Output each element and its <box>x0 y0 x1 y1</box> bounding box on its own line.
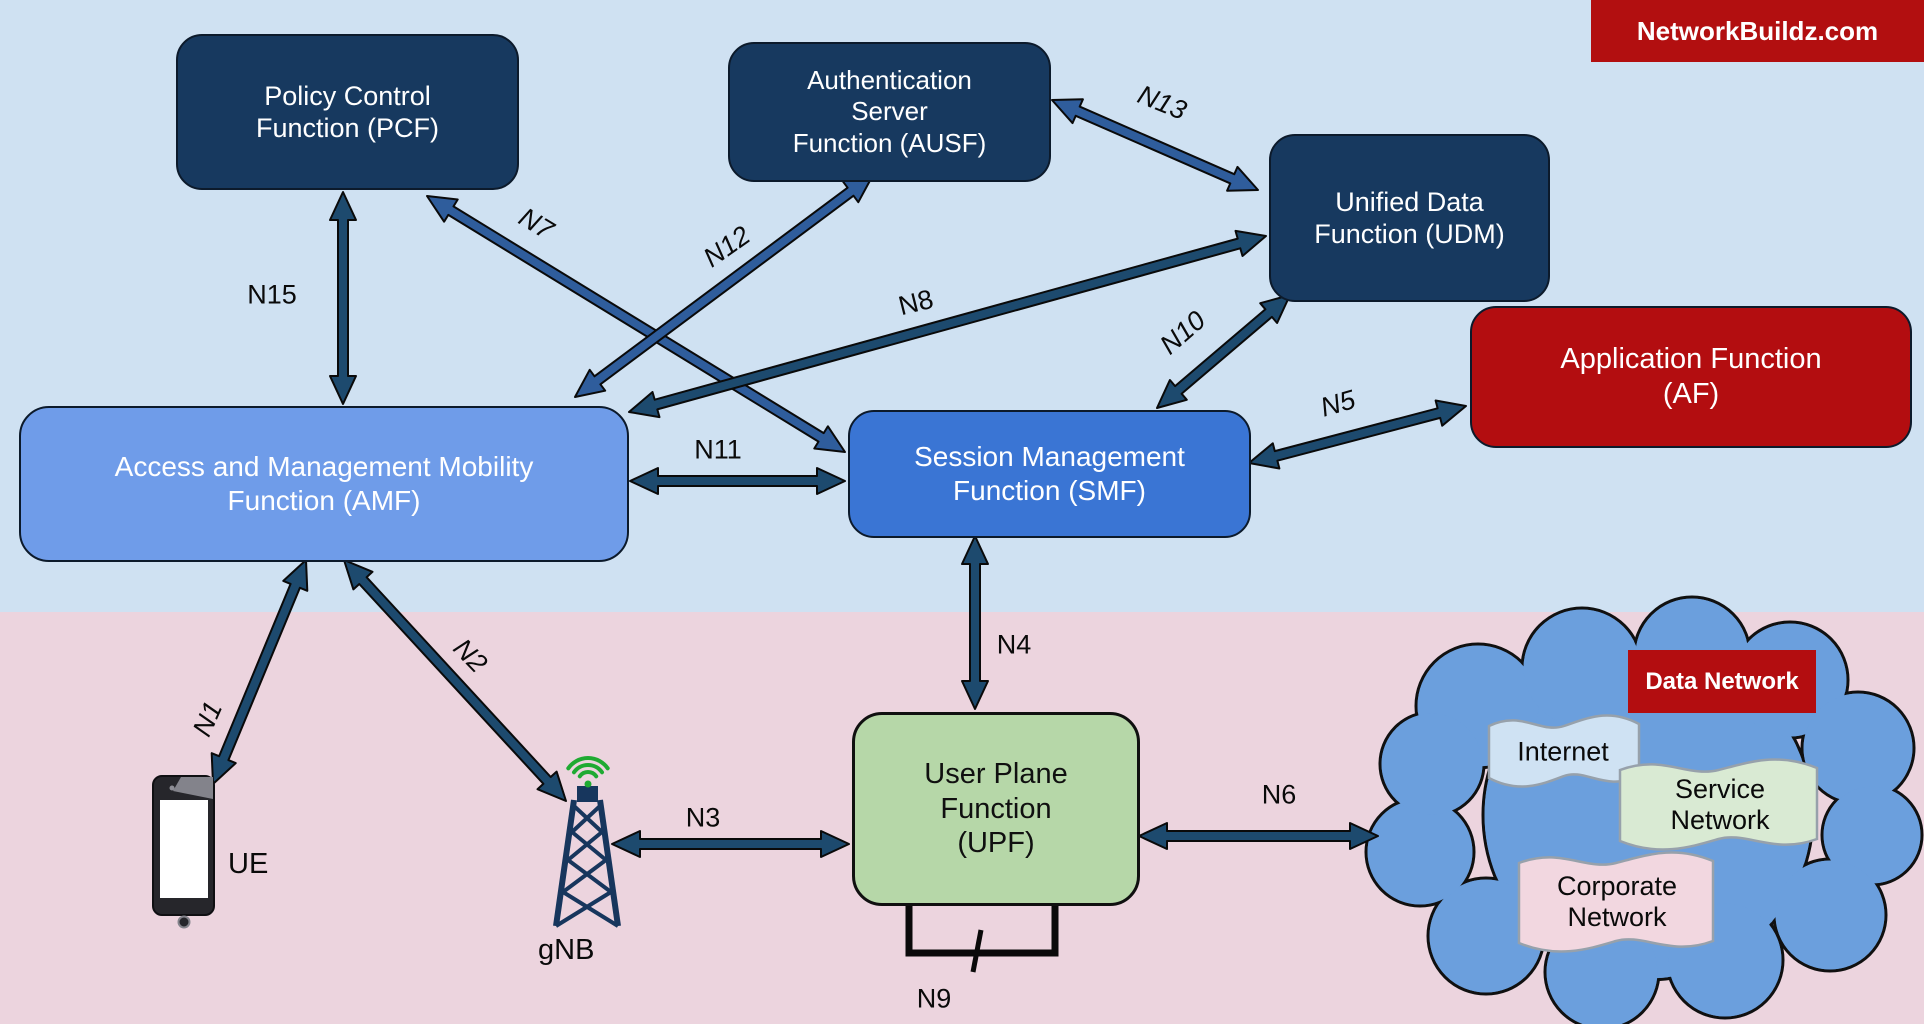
n15-arrow <box>329 191 357 405</box>
pcf-node: Policy Control Function (PCF) <box>176 34 519 190</box>
phone-shine <box>173 777 213 799</box>
amf-node: Access and Management Mobility Function … <box>19 406 629 562</box>
amf-label: Access and Management Mobility Function … <box>114 451 534 516</box>
n1-arrow <box>210 559 309 785</box>
n6-arrow <box>1138 822 1379 850</box>
phone-camera-dot <box>169 785 175 791</box>
ausf-node: Authentication Server Function (AUSF) <box>728 42 1051 182</box>
cloud-bump <box>1775 860 1885 970</box>
data-network-badge: Data Network <box>1628 650 1816 713</box>
smf-node: Session Management Function (SMF) <box>848 410 1251 538</box>
corporate-network-ribbon <box>1517 851 1715 953</box>
cloud-bump <box>1381 713 1483 815</box>
n8-arrow <box>628 229 1267 419</box>
udm-label: Unified Data Function (UDM) <box>1314 186 1505 249</box>
n7-arrow <box>426 195 846 453</box>
cloud-bump <box>1803 693 1913 803</box>
n4-label: N4 <box>996 629 1032 660</box>
cloud-bump <box>1367 799 1473 905</box>
ausf-label: Authentication Server Function (AUSF) <box>792 65 987 158</box>
cloud-ribbons <box>1487 714 1819 953</box>
n2-arrow <box>343 559 567 802</box>
ue-phone-icon <box>152 775 215 929</box>
n3-label: N3 <box>685 802 721 833</box>
n11-arrow <box>629 467 846 495</box>
gnb-tower-icon <box>553 756 621 928</box>
n9-label: N9 <box>916 983 952 1014</box>
interface-arrows <box>210 98 1467 973</box>
n3-arrow <box>611 830 850 858</box>
af-node: Application Function (AF) <box>1470 306 1912 448</box>
cloud-bump <box>1823 786 1921 884</box>
phone-screen <box>160 800 208 898</box>
wifi-waves-icon <box>566 756 610 788</box>
ue-label: UE <box>228 848 269 880</box>
phone-home-button <box>177 915 191 929</box>
udm-node: Unified Data Function (UDM) <box>1269 134 1550 302</box>
cloud-bump <box>1429 879 1543 993</box>
internet-label: Internet <box>1517 736 1609 767</box>
smf-label: Session Management Function (SMF) <box>914 441 1185 506</box>
pcf-label: Policy Control Function (PCF) <box>255 80 440 143</box>
n13-arrow <box>1051 98 1259 192</box>
af-label: Application Function (AF) <box>1560 343 1822 410</box>
n6-label: N6 <box>1261 779 1297 810</box>
n12-arrow <box>574 174 874 398</box>
n9-tick <box>970 929 984 973</box>
corporate-network-label: Corporate Network <box>1556 870 1678 932</box>
service-network-label: Service Network <box>1670 773 1770 835</box>
upf-label: User Plane Function (UPF) <box>924 757 1068 860</box>
n15-label: N15 <box>247 279 297 310</box>
service-network-ribbon <box>1618 758 1819 851</box>
site-banner: NetworkBuildz.com <box>1591 0 1924 62</box>
n11-label: N11 <box>694 434 742 465</box>
n9-loop <box>905 898 1059 957</box>
n5-arrow <box>1248 399 1467 470</box>
cloud-bump <box>1523 609 1641 727</box>
data-network-label: Data Network <box>1645 667 1799 695</box>
n4-arrow <box>961 535 989 710</box>
upf-node: User Plane Function (UPF) <box>852 712 1140 906</box>
site-banner-text: NetworkBuildz.com <box>1636 15 1879 46</box>
gnb-label: gNB <box>538 934 595 966</box>
